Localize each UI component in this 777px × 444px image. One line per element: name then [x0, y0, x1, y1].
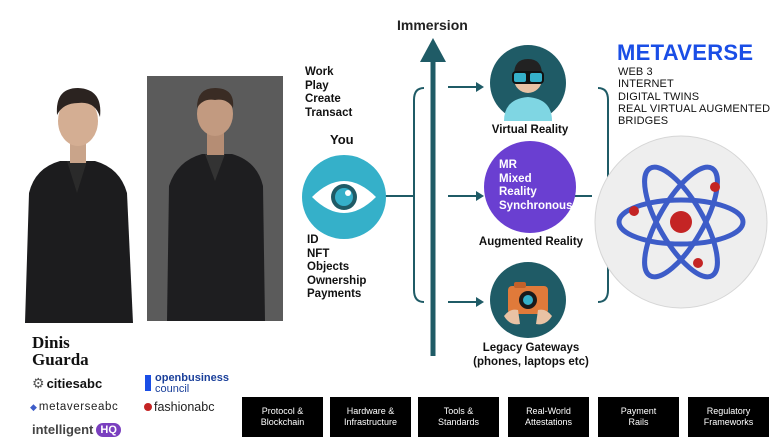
intelligenthq-logo: intelligent HQ — [32, 422, 121, 437]
metaverse-item: REAL VIRTUAL AUGMENTED — [618, 102, 771, 115]
identity-list: ID NFT Objects Ownership Payments — [307, 234, 366, 302]
openbusiness-council-logo: openbusiness council — [145, 373, 229, 395]
metaverse-item: DIGITAL TWINS — [618, 90, 700, 103]
legacy-gateways-subtitle: (phones, laptops etc) — [473, 356, 589, 368]
identity-item: Ownership — [307, 274, 367, 287]
circle-mark-icon — [144, 403, 152, 411]
fashionabc-logo: fashionabc — [144, 400, 214, 414]
identity-item: Objects — [307, 261, 350, 274]
augmented-reality-label: Augmented Reality — [478, 236, 584, 248]
metaverse-item: INTERNET — [618, 78, 674, 91]
fashionabc-text: fashionabc — [154, 400, 215, 414]
real-world-attestations-button[interactable]: Real-World Attestations — [508, 397, 589, 437]
tools-standards-button[interactable]: Tools & Standards — [418, 397, 499, 437]
mixed-reality-circle — [484, 141, 576, 233]
council-text: council — [155, 383, 190, 395]
metaverseabc-logo: ◆ metaverseabc — [30, 401, 118, 413]
mr-list: MR Mixed Reality Synchronous — [499, 159, 572, 213]
immersion-label: Immersion — [397, 17, 468, 33]
eye-icon — [302, 155, 386, 239]
payment-rails-button[interactable]: Payment Rails — [598, 397, 679, 437]
mr-item: MR — [499, 159, 517, 171]
activity-item: Create — [305, 93, 341, 106]
vr-headset-icon — [490, 45, 566, 121]
openbusiness-text: openbusiness — [155, 372, 229, 384]
activities-list: Work Play Create Transact — [305, 66, 352, 120]
you-label: You — [330, 132, 354, 147]
legacy-gateways-label: Legacy Gateways (phones, laptops etc) — [456, 341, 606, 369]
atom-icon — [594, 135, 768, 309]
regulatory-frameworks-button[interactable]: Regulatory Frameworks — [688, 397, 769, 437]
mr-item: Synchronous — [499, 199, 573, 212]
metaverse-item: BRIDGES — [618, 115, 669, 128]
hardware-infrastructure-button[interactable]: Hardware & Infrastructure — [330, 397, 411, 437]
mr-item: Reality — [499, 186, 537, 199]
legacy-gateways-title: Legacy Gateways — [482, 342, 580, 354]
dinis-logo-line2: Guarda — [32, 350, 89, 369]
activity-item: Transact — [305, 106, 353, 119]
virtual-reality-label: Virtual Reality — [491, 124, 569, 136]
phone-camera-icon — [490, 262, 566, 338]
identity-item: ID — [307, 234, 319, 246]
dinis-guarda-logo: Dinis Guarda — [32, 334, 89, 368]
identity-item: NFT — [307, 247, 330, 260]
metaverse-item: WEB 3 — [618, 66, 653, 78]
diamond-icon: ◆ — [30, 401, 37, 412]
hq-badge: HQ — [96, 422, 121, 437]
identity-item: Payments — [307, 288, 362, 301]
citiesabc-logo: ⚙ citiesabc — [32, 375, 102, 392]
intelligent-text: intelligent — [32, 422, 94, 437]
citiesabc-text: citiesabc — [46, 376, 103, 391]
metaverse-list: WEB 3 INTERNET DIGITAL TWINS REAL VIRTUA… — [618, 66, 770, 127]
ob-mark-icon — [145, 375, 151, 391]
person-photo — [15, 73, 140, 323]
protocol-blockchain-button[interactable]: Protocol & Blockchain — [242, 397, 323, 437]
metaverse-title: METAVERSE — [617, 40, 754, 65]
dinis-logo-line1: Dinis — [32, 333, 70, 352]
avatar-photo — [147, 76, 283, 321]
metaverseabc-text: metaverseabc — [38, 401, 119, 413]
activity-item: Play — [305, 79, 329, 92]
gear-icon: ⚙ — [32, 375, 45, 391]
activity-item: Work — [305, 66, 334, 78]
mr-item: Mixed — [499, 172, 532, 185]
